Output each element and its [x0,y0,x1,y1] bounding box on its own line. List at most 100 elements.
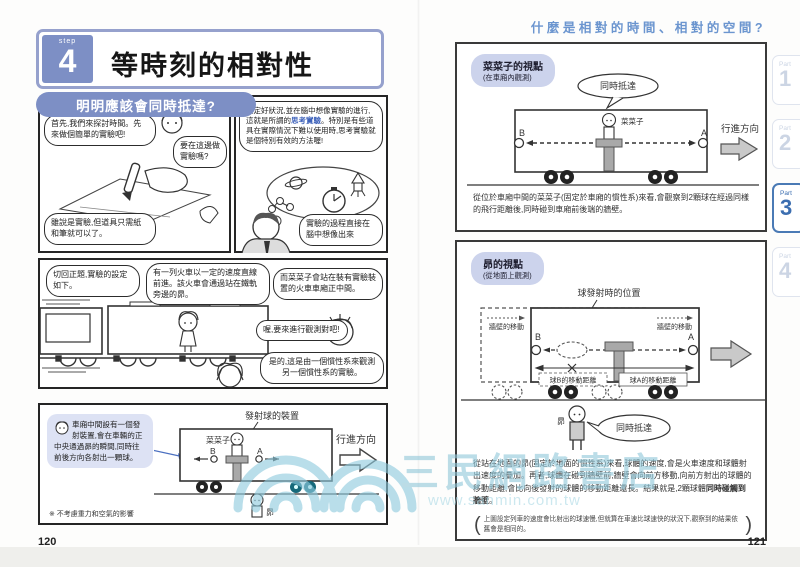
setup-diagram-panel: 車廂中間設有一個發射裝置,會在車輛的正中央通過昴的瞬間,同時往前後方向各射出一顆… [38,403,388,525]
note-text: 上圖設定列車的速度會比射出的球速慢,但就算在車速比球速快的狀況下,觀察到的結果依… [483,516,738,533]
svg-text:牆壁的移動: 牆壁的移動 [489,322,524,331]
subaru-figure [250,493,264,518]
caption-bold: 同時碰觸到牆壁 [473,483,746,506]
man-figure [241,212,291,253]
part-tab-number: 2 [779,130,792,155]
narrator-face-icon [55,421,69,435]
step-number: 4 [58,43,77,79]
subaru-view-diagram: 球發射時的位置 牆壁的移動 牆壁的移動 B A [461,287,765,450]
ball-b-label: B [210,446,216,456]
launcher-device [595,138,623,172]
part-tab-4: Part 4 [772,247,800,297]
view1-caption: 從位於車廂中間的菜菜子(固定於車廂的慣性系)來看,會觀察到2顆球在經過同樣的飛行… [473,193,749,215]
distance-arrows [534,363,695,373]
part-tab-label: Part [780,190,792,197]
direction-arrow [720,136,759,162]
part-tab-number: 1 [779,66,792,91]
diagram-footnote: ※ 不考慮重力和空氣的影響 [49,511,134,518]
part-tab-number: 3 [780,195,793,220]
part-tab-2: Part 2 [772,119,800,169]
speech-bubble: 實驗的過程直接在腦中想像出來 [299,214,383,246]
ghost-wheels [491,384,623,400]
setup-note-bubble: 車廂中間設有一個發射裝置,會在車輛的正中央通過昴的瞬間,同時往前後方向各射出一顆… [47,414,153,468]
wall-move-right: 牆壁的移動 [657,315,693,331]
speed-lines [42,299,100,373]
bubble-text: 。特別是有些道具在實際情況下難以使用時,思考實驗就是個特別有效的方法喔! [246,116,376,146]
page-bottom-edge [0,547,800,567]
launch-device-diagram: 發射球的裝置 菜菜子 B A 昴 行 [154,410,379,518]
train-car-outline [530,307,700,383]
girl-bottom-figure [216,362,244,387]
close-paren: ) [745,514,752,536]
train-wheels [55,355,236,367]
ball-a-label: A [701,128,707,138]
molecule-icon [268,197,294,213]
comic-panel-3: 切回正題,實驗的設定如下。 有一列火車以一定的速度直線前進。該火車會通過站在鐵軌… [38,258,388,389]
svg-text:球B的移動距離: 球B的移動距離 [550,376,597,385]
svg-text:牆壁的移動: 牆壁的移動 [657,322,692,331]
subaru-view-box: 昴的視點 (從地面上觀測) 球發射時的位置 牆壁的移動 牆壁的移動 B A [455,240,767,541]
launch-position-marker [556,341,588,359]
launch-position-label: 球發射時的位置 [577,287,640,298]
page-number-left: 120 [38,536,57,548]
step-label: step [58,38,77,45]
caption-text: 。 [489,496,497,506]
highlighted-term: 思考實驗 [291,116,321,126]
speech-bubble: 而菜菜子會站在裝有實驗裝置的火車車廂正中間。 [273,268,383,300]
thinking-man-drawing [241,166,380,253]
train-wheels [548,385,678,399]
part-tab-1: Part 1 [772,55,800,105]
train-cars [40,301,280,359]
speech-bubble: 首先,我們來探討時間。先來做個簡單的實驗吧! [44,114,156,146]
nanako-view-box: 菜菜子的視點 (在車廂內觀測) 同時抵達 菜菜子 B A [455,42,767,232]
view-subtitle: (在車廂內觀測) [483,73,532,82]
direction-arrow [710,339,753,369]
page-gutter-shadow [417,0,420,545]
direction-label: 行進方向 [721,123,759,135]
girl-in-train-figure [178,311,199,352]
page-number-right: 121 [747,536,766,548]
nanako-view-pill: 菜菜子的視點 (在車廂內觀測) [471,54,555,87]
pointer-line [154,449,185,458]
speech-bubble: 有一列火車以一定的速度直線前進。該火車會通過站在鐵軌旁邊的昴。 [146,263,270,306]
speech-bubble: 同時抵達 [586,414,671,442]
svg-text:同時抵達: 同時抵達 [616,422,652,433]
nanako-label: 菜菜子 [206,435,230,445]
part-tab-number: 4 [779,258,792,283]
part-tab-3-active: Part 3 [772,183,800,233]
nanako-figure [601,112,617,140]
view2-note: ( 上圖設定列車的速度會比射出的球速慢,但就算在車速比球速快的狀況下,觀察到的結… [471,510,755,540]
step-title-bar: step 4 等時刻的相對性 [36,29,384,89]
distance-label-b: 球B的移動距離 [538,372,608,387]
speech-bubble: 同時抵達 [577,73,659,110]
part-tab-list: Part 1 Part 2 Part 3 Part 4 [772,55,800,311]
open-paren: ( [474,514,481,536]
nanako-label: 菜菜子 [621,116,644,126]
pen-icon [122,162,141,201]
speech-bubble: 雖說是實驗,但道具只需紙和筆就可以了。 [44,213,156,245]
view-subtitle: (從地面上觀測) [483,271,532,280]
speech-bubble: 設定好狀況,並在腦中想像實驗的進行,這就是所謂的思考實驗。特別是有些道具在實際情… [239,101,383,152]
ball-b-label: B [535,332,541,342]
step-badge: step 4 [42,35,93,83]
distance-label-a: 球A的移動距離 [618,372,688,387]
svg-text:同時抵達: 同時抵達 [600,80,636,91]
ball-a-label: A [257,446,263,456]
speech-bubble: 喔,要來進行觀測對吧! [256,320,348,341]
train-wheels [544,170,678,184]
subaru-label: 昴 [266,508,274,517]
speech-bubble: 要在這邊做實驗嗎? [173,136,227,168]
speech-bubble: 切回正題,實驗的設定如下。 [46,265,140,297]
device-label: 發射球的裝置 [245,410,299,421]
view-title: 菜菜子的視點 [483,62,543,73]
saturn-icon [284,176,308,190]
nanako-view-diagram: 同時抵達 菜菜子 B A 行進方向 [467,73,759,186]
bubble-text: 設定好狀況,並在腦中想像實驗的進行,這就是所謂的 [246,106,371,126]
pen-and-paper-drawing [58,162,219,224]
chapter-header: 什麼是相對的時間、相對的空間? [530,21,766,35]
speech-bubble: 是的,這是由一個慣性系來觀測另一個慣性系的實驗。 [260,352,384,384]
section-heading-pill: 明明應該會同時抵達? [36,92,256,117]
part-tab-label: Part [779,253,791,260]
wall-move-left: 牆壁的移動 [487,315,525,331]
caption-text: 從站在地面的昴(固定於地面的慣性系)來看,球體的速度,會是火車速度和球體射出速度… [473,459,752,493]
